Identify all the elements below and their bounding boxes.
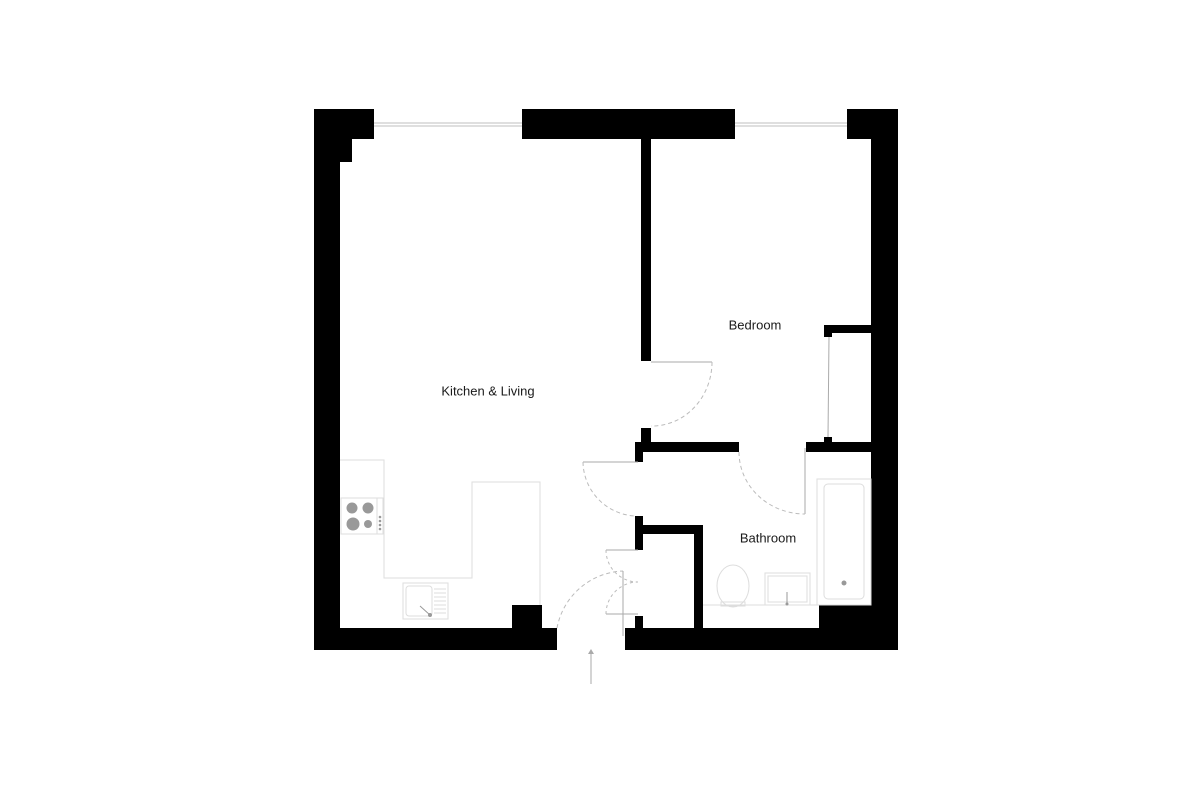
door-living-swing: [582, 461, 636, 517]
wall-bath-left-stub: [635, 516, 643, 550]
wall-bathroom-left: [641, 525, 703, 628]
door-bathroom-swing: [738, 451, 806, 515]
doors: [556, 336, 830, 636]
bathtub: [816, 478, 872, 606]
hob: [340, 497, 384, 535]
wall-kitchen-bedroom: [641, 139, 651, 361]
wardrobe-door: [827, 336, 830, 438]
bathroom-fixtures: [703, 478, 872, 608]
door-bedroom-swing: [650, 361, 713, 427]
room-label-bedroom: Bedroom: [728, 317, 782, 333]
sink: [402, 582, 449, 620]
wall-bottom-left-pier: [512, 605, 542, 628]
wall-cupboard-stub: [635, 616, 643, 628]
wall-hall-upper-nib: [635, 442, 643, 462]
hob-burners: [346, 502, 432, 617]
wall-bottom-left: [314, 628, 557, 650]
kitchen-fixtures: [340, 459, 541, 620]
room-label-kitchen-living: Kitchen & Living: [441, 383, 535, 399]
wall-top-middle: [522, 109, 735, 139]
basin-drain: [785, 602, 789, 606]
room-label-bathroom: Bathroom: [739, 530, 797, 546]
entrance-arrow-icon: [588, 649, 594, 684]
wall-bedroom-bottom-right: [806, 442, 871, 452]
wall-top-right-corner: [847, 109, 898, 650]
windows: [374, 122, 847, 127]
wall-wardrobe-top: [824, 325, 871, 333]
door-entrance-swing: [556, 570, 624, 629]
bath-drain: [841, 580, 847, 586]
wall-wardrobe-bottom-nib: [824, 437, 832, 445]
wall-top-left-corner: [314, 109, 374, 628]
toilet: [716, 564, 750, 608]
wall-bath-corner: [819, 605, 871, 628]
wall-bottom-right: [625, 628, 898, 650]
wall-hall-upper-stub: [641, 428, 651, 444]
wall-bedroom-bottom: [641, 442, 739, 452]
wall-wardrobe-top-nib: [824, 325, 832, 337]
walls: [314, 109, 898, 650]
kitchen-counter: [340, 459, 541, 605]
